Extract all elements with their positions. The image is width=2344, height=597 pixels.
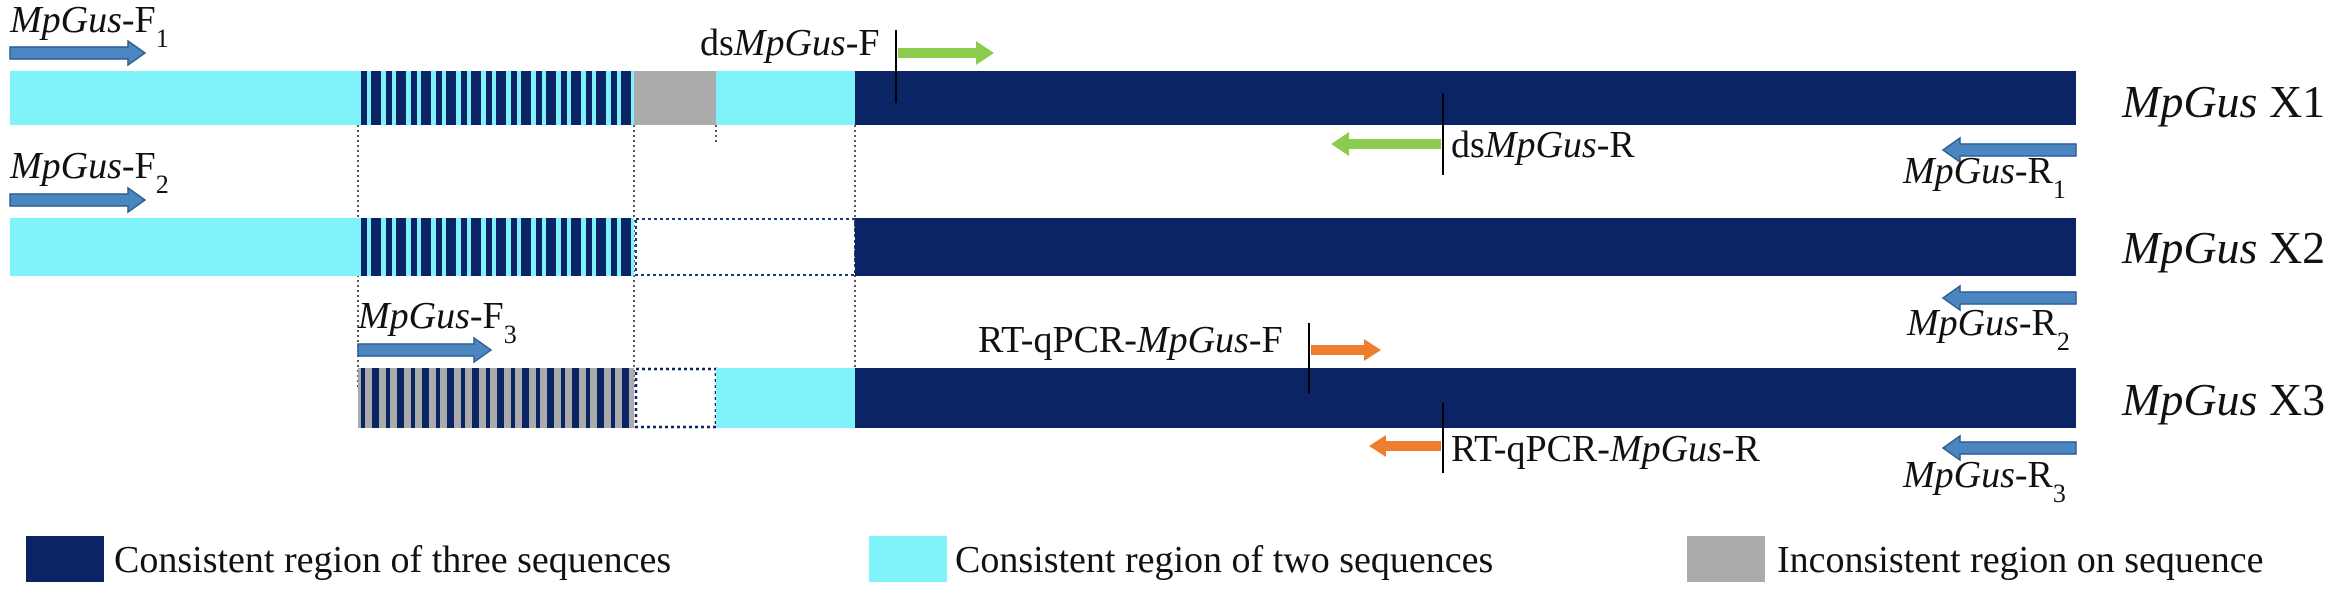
primer-label-f2: MpGus-F2: [9, 145, 169, 199]
sequence-bar-x3: [358, 367, 2076, 429]
primer-label-ds-f: dsMpGus-F: [700, 22, 879, 64]
legend-swatch-light: [869, 536, 947, 582]
sequence-bar-x2: [10, 218, 2076, 276]
primer-arrow-f1: [9, 39, 147, 67]
legend-swatch-gray: [1687, 536, 1765, 582]
primer-label-r1: MpGus-R1: [1902, 150, 2066, 204]
primer-label-f1: MpGus-F1: [9, 0, 169, 53]
x1-striped-region: [356, 71, 634, 125]
primer-label-f3: MpGus-F3: [357, 295, 517, 349]
primer-arrow-ds-f: [898, 41, 994, 65]
legend-label-dark: Consistent region of three sequences: [114, 539, 671, 581]
primer-arrow-r2: [1941, 284, 2077, 312]
x3-dark-region: [855, 368, 2076, 428]
primer-arrow-rt-r: [1369, 435, 1441, 457]
primer-label-r3: MpGus-R3: [1902, 454, 2066, 508]
legend-swatch-dark: [26, 536, 104, 582]
primer-arrow-ds-r: [1331, 132, 1441, 156]
legend-label-gray: Inconsistent region on sequence: [1777, 539, 2263, 581]
primer-arrow-f3: [357, 336, 493, 364]
x3-striped-region: [358, 368, 634, 428]
x2-dark-region: [855, 218, 2076, 276]
x1-dark-region: [855, 71, 2076, 125]
primer-label-rt-f: RT-qPCR-MpGus-F: [978, 319, 1283, 361]
sequence-bar-x1: [10, 71, 2076, 125]
x2-gap-region: [635, 218, 856, 276]
primer-arrow-r3: [1941, 434, 2077, 462]
sequence-label-x3: MpGus X3: [2121, 374, 2325, 425]
primer-label-r2: MpGus-R2: [1906, 302, 2070, 356]
x1-gray-region: [634, 71, 716, 125]
x3-gap-region: [634, 367, 718, 429]
x2-light-region-left: [10, 218, 358, 276]
primer-label-rt-r: RT-qPCR-MpGus-R: [1451, 428, 1760, 470]
primer-arrow-r1: [1941, 136, 2077, 164]
sequence-label-x1: MpGus X1: [2121, 76, 2325, 127]
sequence-label-x2: MpGus X2: [2121, 222, 2325, 273]
x2-striped-region: [356, 218, 634, 276]
x3-light-region: [716, 368, 855, 428]
primer-label-ds-r: dsMpGus-R: [1451, 124, 1635, 166]
x1-light-region-left: [10, 71, 358, 125]
primer-arrow-rt-f: [1311, 339, 1381, 361]
primer-arrow-f2: [9, 186, 147, 214]
x1-light-region-mid: [716, 71, 855, 125]
legend-label-light: Consistent region of two sequences: [955, 539, 1493, 581]
legend: Consistent region of three sequences Con…: [26, 536, 2263, 582]
